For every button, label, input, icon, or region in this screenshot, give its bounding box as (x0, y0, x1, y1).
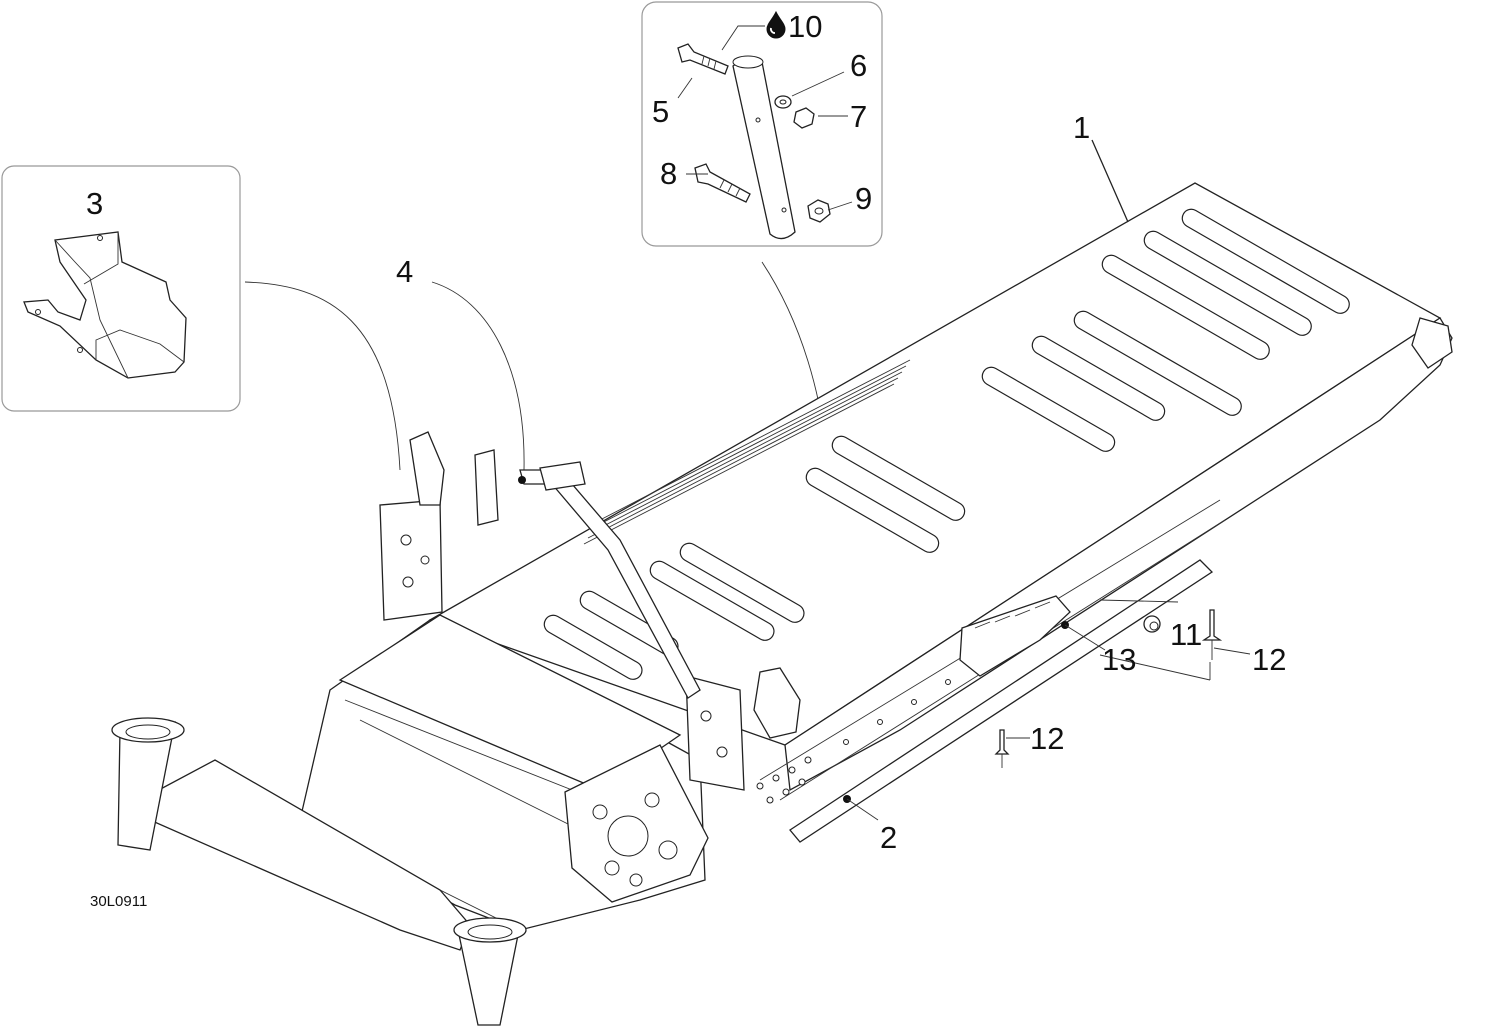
callout-11: 11 (1170, 617, 1202, 652)
fastener-11 (1143, 615, 1161, 633)
callout-8: 8 (660, 156, 677, 191)
callout-2: 2 (880, 820, 897, 855)
leader-4 (431, 281, 525, 471)
callout-13: 13 (1102, 642, 1136, 677)
callout-5: 5 (652, 94, 669, 129)
callout-1: 1 (1073, 110, 1090, 145)
callout-12-upper: 12 (1252, 642, 1286, 677)
inset-part-3 (1, 165, 241, 412)
inset-hardware (641, 1, 883, 247)
rivet-12-lower (994, 729, 1010, 768)
callout-10: 10 (788, 9, 822, 44)
leader-inset-3 (244, 281, 401, 471)
figure-code: 30L0911 (90, 893, 147, 910)
rivet-12-upper (1201, 609, 1223, 660)
callout-12-lower: 12 (1030, 721, 1064, 756)
callout-labels: 1 2 3 4 5 6 7 8 9 10 11 12 12 13 (86, 9, 1286, 855)
leader-lines (518, 139, 1251, 821)
tunnel-slots (543, 208, 1350, 680)
callout-9: 9 (855, 181, 872, 216)
main-frame (111, 182, 1453, 1026)
callout-6: 6 (850, 48, 867, 83)
callout-4: 4 (396, 254, 413, 289)
callout-7: 7 (850, 99, 867, 134)
callout-3: 3 (86, 186, 103, 221)
